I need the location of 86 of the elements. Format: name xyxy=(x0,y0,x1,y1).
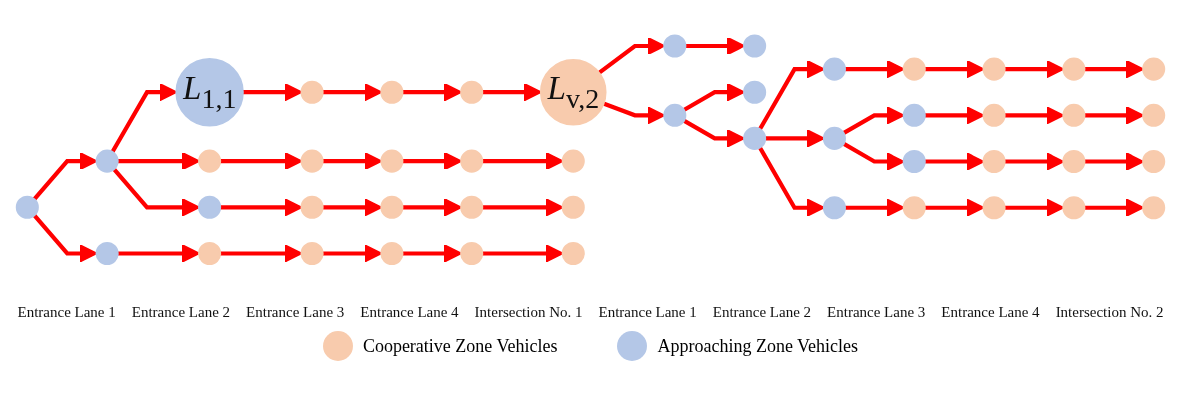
arrow xyxy=(32,214,98,263)
node-circle xyxy=(460,242,484,266)
arrow xyxy=(1084,198,1144,218)
arrow xyxy=(220,198,303,217)
node-circle xyxy=(902,196,926,220)
node-circle xyxy=(902,150,926,174)
arrow xyxy=(482,152,564,171)
arrow xyxy=(117,152,200,171)
node-circle xyxy=(663,34,687,58)
arrow xyxy=(220,152,303,171)
node-circle xyxy=(198,149,222,173)
node-circle xyxy=(380,80,404,104)
lane-label: Entrance Lane 3 xyxy=(246,304,345,321)
node-circle xyxy=(1142,104,1166,128)
lane-label: Entrance Lane 3 xyxy=(827,304,926,321)
arrow xyxy=(685,37,745,56)
arrow xyxy=(117,244,200,263)
arrow xyxy=(32,152,98,201)
node-circle xyxy=(95,242,119,266)
arrow xyxy=(112,167,200,217)
node-circle xyxy=(743,127,767,151)
node-circle xyxy=(561,149,585,173)
node-circle xyxy=(300,80,324,104)
arrow xyxy=(1084,60,1144,79)
node-circle xyxy=(822,127,846,151)
node-circle xyxy=(1142,196,1166,220)
node-circle xyxy=(460,149,484,173)
node-circle xyxy=(300,149,324,173)
node-circle xyxy=(1062,196,1086,220)
node-circle xyxy=(743,80,767,104)
node-circle xyxy=(380,196,404,220)
node-circle xyxy=(982,150,1006,174)
arrow xyxy=(758,146,825,218)
arrow xyxy=(765,129,825,148)
lane-label: Entrance Lane 2 xyxy=(131,304,231,321)
node-circle xyxy=(460,80,484,104)
node-circle xyxy=(460,196,484,220)
arrow xyxy=(844,60,905,79)
node-circle xyxy=(561,196,585,220)
lane-label: Entrance Lane 1 xyxy=(17,304,116,321)
node-circle xyxy=(95,149,119,173)
arrow xyxy=(1084,106,1144,125)
node-circle xyxy=(15,196,39,220)
node-circle xyxy=(380,149,404,173)
node-circle xyxy=(982,196,1006,220)
node-circle xyxy=(300,196,324,220)
node-circle xyxy=(198,196,222,220)
legend-label: Cooperative Zone Vehicles xyxy=(362,335,558,357)
arrow xyxy=(842,142,905,171)
lane-label: Entrance Lane 4 xyxy=(941,304,1040,321)
arrow xyxy=(482,83,542,102)
node-circle xyxy=(982,57,1006,81)
arrow xyxy=(682,83,745,113)
arrow xyxy=(482,198,564,217)
legend-label: Approaching Zone Vehicles xyxy=(657,335,859,357)
node-circle xyxy=(198,242,222,266)
arrow xyxy=(844,198,905,218)
node-circle xyxy=(663,104,687,128)
node-circle xyxy=(902,57,926,81)
node-circle: L$_{1,1}$ xyxy=(175,58,244,127)
node-circle xyxy=(1062,57,1086,81)
arrow xyxy=(242,83,303,102)
arrow xyxy=(1084,152,1144,171)
arrow xyxy=(758,60,825,131)
node-circle xyxy=(1142,150,1166,174)
arrow xyxy=(482,244,564,263)
lane-label: Entrance Lane 4 xyxy=(360,304,459,321)
node-circle xyxy=(822,196,846,220)
node-circle xyxy=(380,242,404,266)
node-circle xyxy=(300,242,324,266)
lane-label: Entrance Lane 2 xyxy=(712,304,812,321)
node-circle xyxy=(1062,150,1086,174)
lane-label: Intersection No. 2 xyxy=(1055,304,1164,321)
node-circle xyxy=(1142,57,1166,81)
arrow xyxy=(682,119,745,148)
lane-label: Entrance Lane 1 xyxy=(598,304,697,321)
node-circle: L$_{v,2}$ xyxy=(539,59,607,126)
node-circle xyxy=(982,104,1006,128)
lane-label: Intersection No. 1 xyxy=(474,304,583,321)
node-circle xyxy=(561,242,585,266)
arrow xyxy=(842,106,905,136)
node-circle xyxy=(822,57,846,81)
arrow xyxy=(220,244,303,263)
node-circle xyxy=(1062,104,1086,128)
node-circle xyxy=(902,104,926,128)
node-circle xyxy=(743,34,767,58)
